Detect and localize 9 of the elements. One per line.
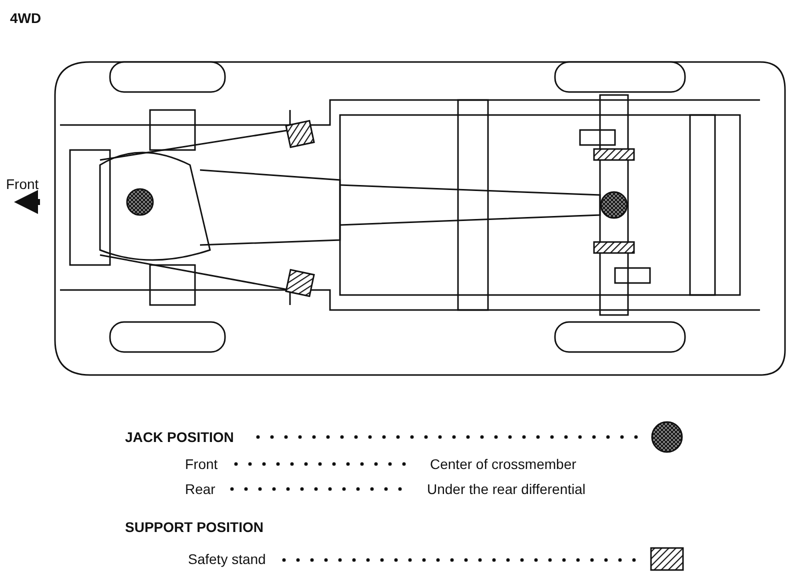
legend-heading: JACK POSITION [125, 429, 234, 445]
row-description: Center of crossmember [430, 456, 576, 472]
row-label: Front [185, 456, 218, 472]
row-description: Under the rear differential [427, 481, 586, 497]
diagram-title: 4WD [10, 10, 42, 26]
direction-label: Front [6, 176, 39, 192]
row-label: Rear [185, 481, 216, 497]
section-heading: SUPPORT POSITION [125, 519, 264, 535]
legend-label: Safety stand [188, 551, 266, 567]
